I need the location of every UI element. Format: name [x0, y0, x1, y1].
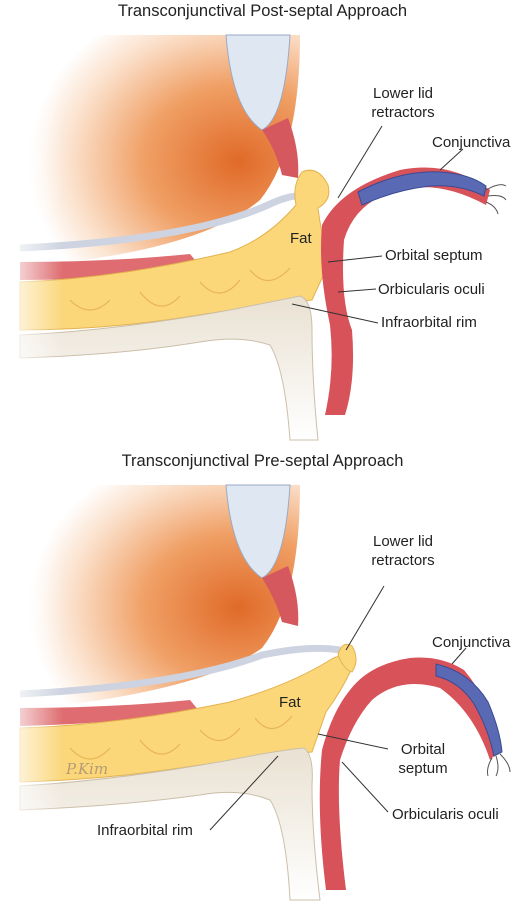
label-line: septum [398, 760, 448, 777]
panel-title: Transconjunctival Post-septal Approach [117, 2, 408, 20]
label-line: retractors [371, 104, 435, 121]
label-line: Orbital [400, 741, 446, 758]
label-orbital-septum: Orbital septum [385, 247, 483, 264]
leader-lines [209, 585, 467, 831]
label-orbicularis-oculi: Orbicularis oculi [378, 281, 485, 298]
pre-septal-illustration [0, 480, 525, 907]
label-line: Lower lid [372, 85, 434, 102]
label-fat: Fat [279, 694, 301, 711]
label-fat: Fat [290, 230, 312, 247]
leader-lines [291, 125, 464, 324]
panel-pre-septal: Transconjunctival Pre-septal Approach Lo… [0, 450, 525, 907]
label-conjunctiva: Conjunctiva [432, 634, 511, 651]
panel-title: Transconjunctival Pre-septal Approach [121, 452, 404, 470]
label-infraorbital-rim: Infraorbital rim [381, 314, 477, 331]
label-line: Lower lid [372, 533, 434, 550]
post-septal-illustration [0, 30, 525, 450]
label-orbital-septum: Orbital septum [388, 740, 458, 778]
label-lower-lid-retractors: Lower lid retractors [363, 532, 443, 570]
label-conjunctiva: Conjunctiva [432, 134, 511, 151]
label-lower-lid-retractors: Lower lid retractors [363, 84, 443, 122]
artist-signature: P.Kim [66, 760, 109, 778]
label-orbicularis-oculi: Orbicularis oculi [392, 806, 499, 823]
label-infraorbital-rim: Infraorbital rim [97, 822, 193, 839]
label-line: retractors [371, 552, 435, 569]
panel-post-septal: Transconjunctival Post-septal Approach L… [0, 0, 525, 450]
